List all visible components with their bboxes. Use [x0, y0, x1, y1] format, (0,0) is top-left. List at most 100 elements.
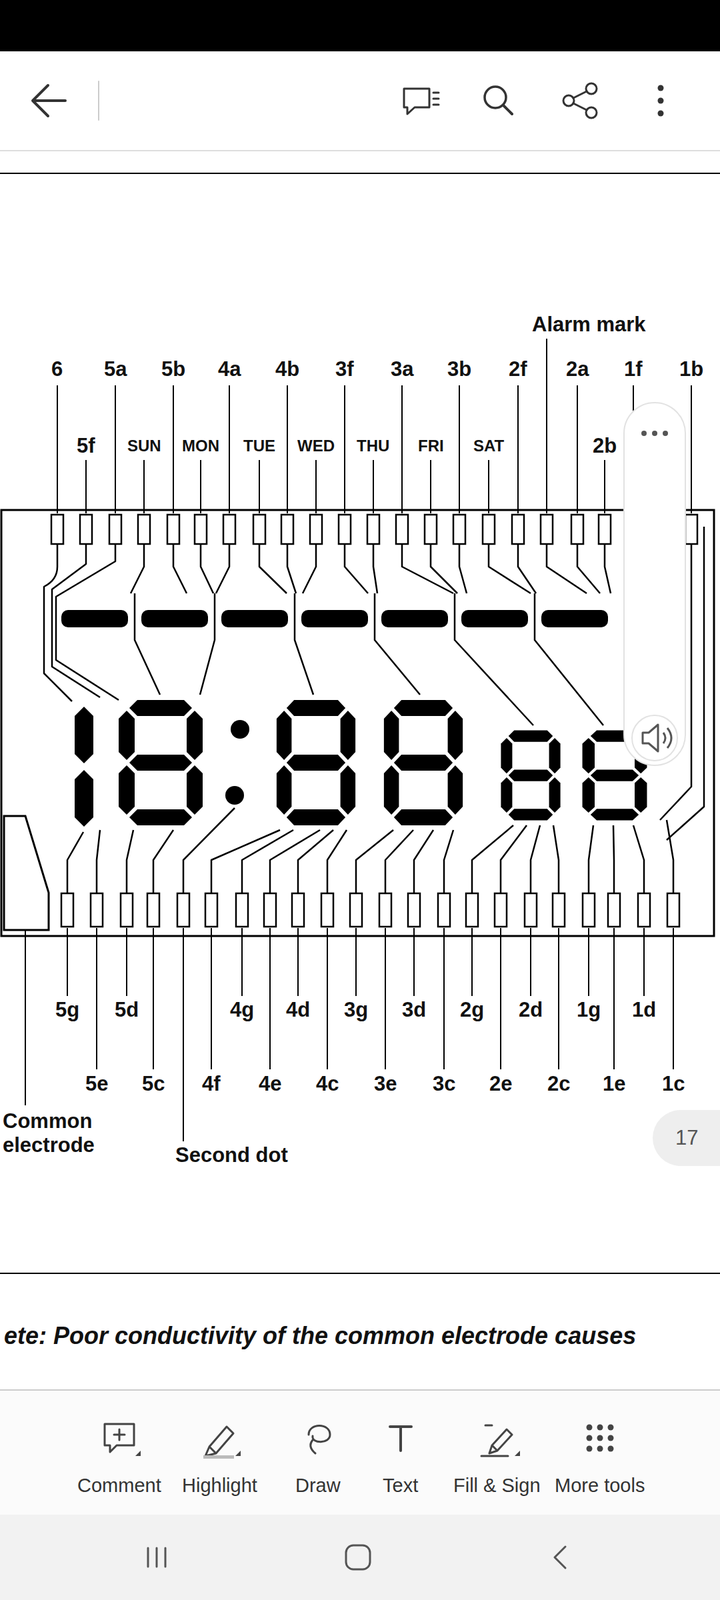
bottom-toolbar — [586, 1424, 593, 1431]
floating-panel — [642, 724, 672, 752]
pin-label: 3e — [374, 1072, 397, 1096]
bottom-toolbar — [514, 1450, 520, 1456]
app-bar — [586, 107, 597, 118]
day-bars — [61, 610, 128, 628]
bottom-toolbar — [481, 1425, 512, 1456]
nav-bar — [148, 1548, 166, 1567]
bottom-toolbar — [597, 1424, 604, 1431]
bottom-toolbar — [608, 1435, 614, 1442]
pin-label: 3d — [402, 998, 426, 1022]
pin-label: 3a — [390, 357, 414, 382]
bottom-toolbar — [235, 1450, 241, 1456]
bottom-toolbar — [0, 1389, 720, 1391]
toolbar-label: Fill & Sign — [453, 1474, 541, 1497]
pin-label: 5b — [161, 357, 186, 382]
pin-label: 1b — [679, 357, 704, 382]
floating-panel — [624, 402, 686, 766]
segment-digits — [74, 706, 94, 764]
day-label: MON — [182, 436, 220, 456]
bottom-toolbar — [205, 1426, 234, 1456]
segment-digits — [118, 700, 203, 826]
lcd-body — [4, 816, 49, 930]
pin-label: 1g — [576, 998, 601, 1022]
pin-label: 2b — [592, 434, 617, 458]
nav-bar — [0, 1514, 720, 1600]
bottom-toolbar — [608, 1446, 614, 1452]
day-bars — [381, 610, 448, 628]
app-bar — [503, 105, 512, 114]
pin-label: 4b — [275, 357, 300, 382]
leader-line — [546, 338, 548, 514]
floating-panel — [641, 430, 647, 436]
segment-digits — [500, 730, 560, 820]
toolbar-label: More tools — [554, 1474, 645, 1497]
pin-label: 2c — [547, 1072, 570, 1096]
bottom-toolbar — [0, 1389, 720, 1515]
bottom-toolbar — [597, 1435, 604, 1442]
app-bar — [404, 88, 430, 114]
pin-label: 1f — [624, 357, 643, 382]
day-bars — [541, 610, 608, 628]
bottom-toolbar — [608, 1424, 614, 1431]
status-bar — [0, 0, 720, 52]
bottom-toolbar — [586, 1446, 593, 1452]
pin-label: 1e — [602, 1072, 626, 1096]
bottom-toolbar — [308, 1426, 330, 1454]
app-bar — [563, 95, 574, 106]
pin-label: 5a — [104, 357, 127, 382]
callout-label: Common electrode — [2, 1109, 103, 1157]
app-bar — [0, 81, 720, 152]
day-bars — [221, 610, 288, 628]
pin-label: 2f — [508, 357, 528, 382]
app-bar — [586, 83, 597, 94]
rule-line — [0, 173, 720, 1274]
day-bars — [141, 610, 208, 628]
segment-digits — [276, 700, 356, 826]
rule-line — [0, 172, 720, 174]
lcd-body — [1, 510, 714, 936]
page-badge — [652, 1110, 720, 1166]
day-label: SAT — [473, 436, 504, 456]
lcd-pads — [61, 893, 680, 927]
nav-bar — [0, 1514, 720, 1600]
lcd-traces — [134, 593, 604, 726]
floating-panel — [624, 402, 686, 766]
nav-bar — [346, 1545, 370, 1570]
page-number: 17 — [675, 1126, 698, 1150]
pin-label: 1d — [632, 998, 656, 1022]
segment-digits — [74, 700, 647, 827]
toolbar-label: Highlight — [182, 1474, 258, 1497]
bottom-toolbar — [104, 1424, 134, 1452]
nav-bar — [148, 1545, 566, 1570]
bottom-toolbar — [597, 1446, 604, 1452]
pin-label: 3f — [335, 357, 354, 382]
toolbar-label: Text — [382, 1474, 418, 1497]
pin-label: 4e — [258, 1072, 282, 1096]
lcd-traces — [44, 526, 704, 894]
day-label: THU — [356, 436, 390, 456]
lcd-pads — [51, 514, 698, 544]
day-bars — [301, 610, 368, 628]
app-bar — [0, 150, 720, 152]
lcd-body — [1, 510, 714, 936]
day-label: WED — [297, 436, 335, 456]
pin-label: 6 — [51, 357, 63, 382]
bottom-toolbar — [586, 1435, 593, 1442]
toolbar-label: Comment — [77, 1474, 162, 1497]
pin-label: 4g — [230, 998, 254, 1022]
segment-digits — [74, 770, 94, 827]
pin-label: 4c — [316, 1072, 339, 1096]
bottom-toolbar — [203, 1455, 234, 1459]
app-bar — [573, 91, 587, 110]
day-bars — [61, 610, 608, 628]
pin-label: 5e — [85, 1072, 108, 1096]
bottom-toolbar — [390, 1426, 412, 1451]
day-label: SUN — [127, 436, 162, 456]
rule-line — [0, 1272, 720, 1274]
app-bar — [658, 110, 664, 117]
lcd-pads — [51, 514, 698, 927]
bottom-toolbar — [104, 1424, 512, 1456]
pin-label: 5g — [55, 998, 80, 1022]
pin-label: 2e — [489, 1072, 512, 1096]
